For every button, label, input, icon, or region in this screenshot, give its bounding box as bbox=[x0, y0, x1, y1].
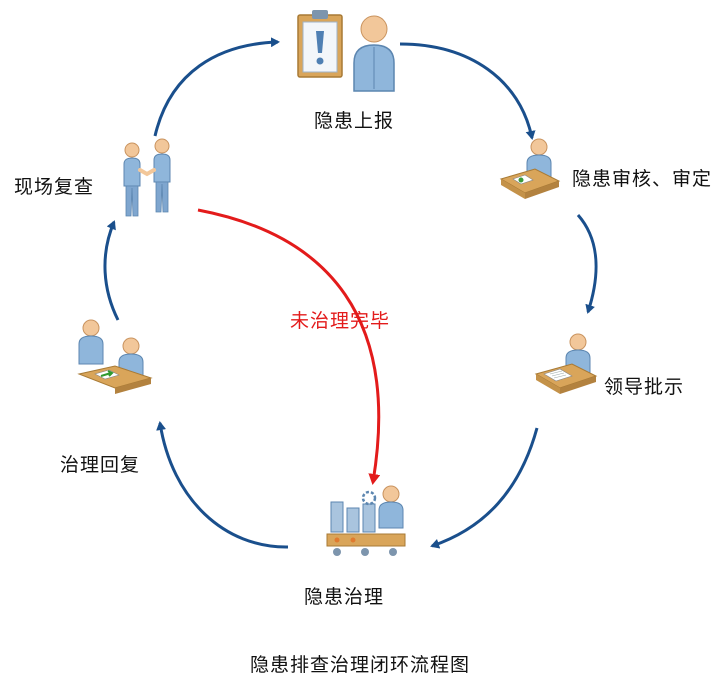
recheck-handshake-icon bbox=[123, 138, 171, 217]
node-govern-label: 隐患治理 bbox=[304, 586, 385, 608]
govern-machinery-worker-icon bbox=[326, 485, 406, 556]
node-reply-label: 治理回复 bbox=[60, 454, 141, 476]
node-recheck-label: 现场复查 bbox=[14, 176, 95, 198]
reply-two-people-desk-icon bbox=[77, 319, 153, 394]
instruct-desk-person-icon bbox=[534, 333, 598, 394]
arrow-instruct-to-govern bbox=[430, 427, 539, 549]
node-instruct-label: 领导批示 bbox=[604, 376, 685, 398]
node-report-label: 隐患上报 bbox=[314, 110, 395, 132]
review-desk-person-icon bbox=[499, 138, 561, 199]
arrow-report-to-review bbox=[399, 42, 536, 140]
arrow-reply-to-recheck bbox=[103, 220, 120, 321]
diagram-caption: 隐患排查治理闭环流程图 bbox=[249, 654, 470, 676]
arrow-govern-to-reply bbox=[156, 421, 289, 549]
node-review-label: 隐患审核、审定 bbox=[572, 168, 713, 190]
red-path-label: 未治理完毕 bbox=[290, 310, 391, 332]
report-clipboard-person-icon bbox=[297, 10, 395, 92]
arrow-recheck-to-report bbox=[153, 37, 280, 137]
arrow-recheck-to-govern-red bbox=[197, 208, 381, 485]
arrow-review-to-instruct bbox=[576, 214, 598, 314]
